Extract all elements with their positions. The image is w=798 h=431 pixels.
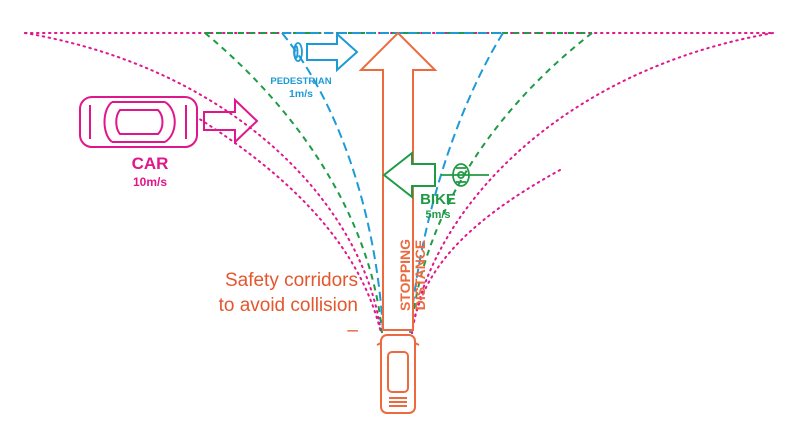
bike-corridor-left (204, 32, 383, 334)
car-direction-arrow (203, 97, 259, 145)
pedestrian-corridor-right (409, 32, 504, 334)
car-corridor-left-outer (24, 32, 382, 334)
bike-speed: 5m/s (425, 209, 451, 221)
caption-line3: – (347, 320, 358, 341)
caption-line1: Safety corridors (224, 270, 358, 291)
bike-label: BIKE (420, 191, 456, 208)
pedestrian-corridor (281, 32, 504, 334)
bicycle-icon (441, 163, 489, 187)
caption: Safety corridors to avoid collision – (219, 268, 358, 343)
car-icon (79, 96, 198, 148)
pedestrian-corridor-left (281, 32, 384, 334)
car-speed: 10m/s (132, 175, 168, 189)
stopping-distance-label: STOPPING DISTANCE (397, 220, 428, 330)
caption-line2: to avoid collision (218, 295, 358, 316)
car-corridor-right-outer (411, 32, 774, 334)
stopping-distance-line2: DISTANCE (412, 239, 428, 311)
bike-corridor-right (410, 32, 593, 334)
pedestrian-icon (293, 42, 303, 62)
pedestrian-label: PEDESTRIAN (270, 76, 332, 87)
car-corridor-left-inner (189, 112, 382, 334)
pedestrian-speed: 1m/s (289, 88, 313, 100)
bike-direction-arrow (382, 150, 436, 200)
pedestrian-direction-arrow (306, 31, 359, 73)
car-label: CAR (131, 154, 169, 173)
bike-corridor (204, 32, 593, 334)
ego-car-icon (376, 334, 420, 414)
stopping-distance-line1: STOPPING (397, 238, 413, 312)
